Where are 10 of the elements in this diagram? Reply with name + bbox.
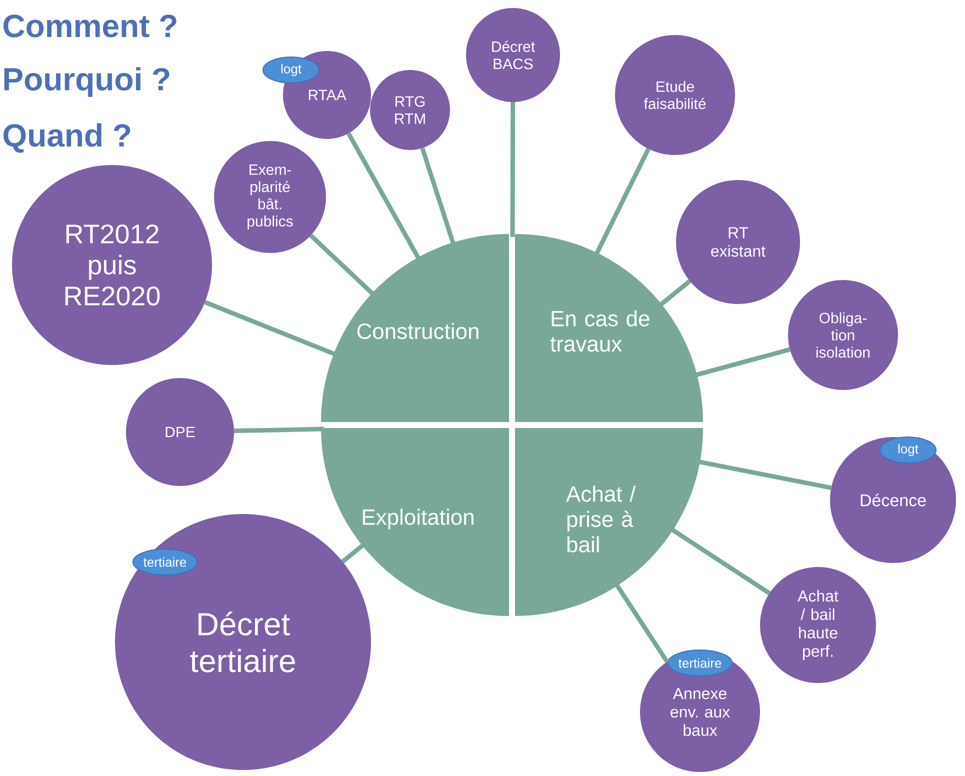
heading-text: Quand ?: [4, 123, 130, 153]
connector-line: [510, 102, 516, 238]
tag-oval: logt: [262, 56, 320, 84]
quadrant-sector: Exploitation: [321, 428, 509, 616]
quadrant-sector: Construction: [321, 234, 509, 422]
heading-text: Pourquoi ?: [4, 67, 170, 97]
heading-text: Comment ?: [4, 14, 176, 38]
quadrant-sector: En cas de travaux: [515, 234, 703, 422]
quadrant-sector: Achat / prise à bail: [515, 428, 703, 616]
connector-line: [234, 426, 324, 434]
